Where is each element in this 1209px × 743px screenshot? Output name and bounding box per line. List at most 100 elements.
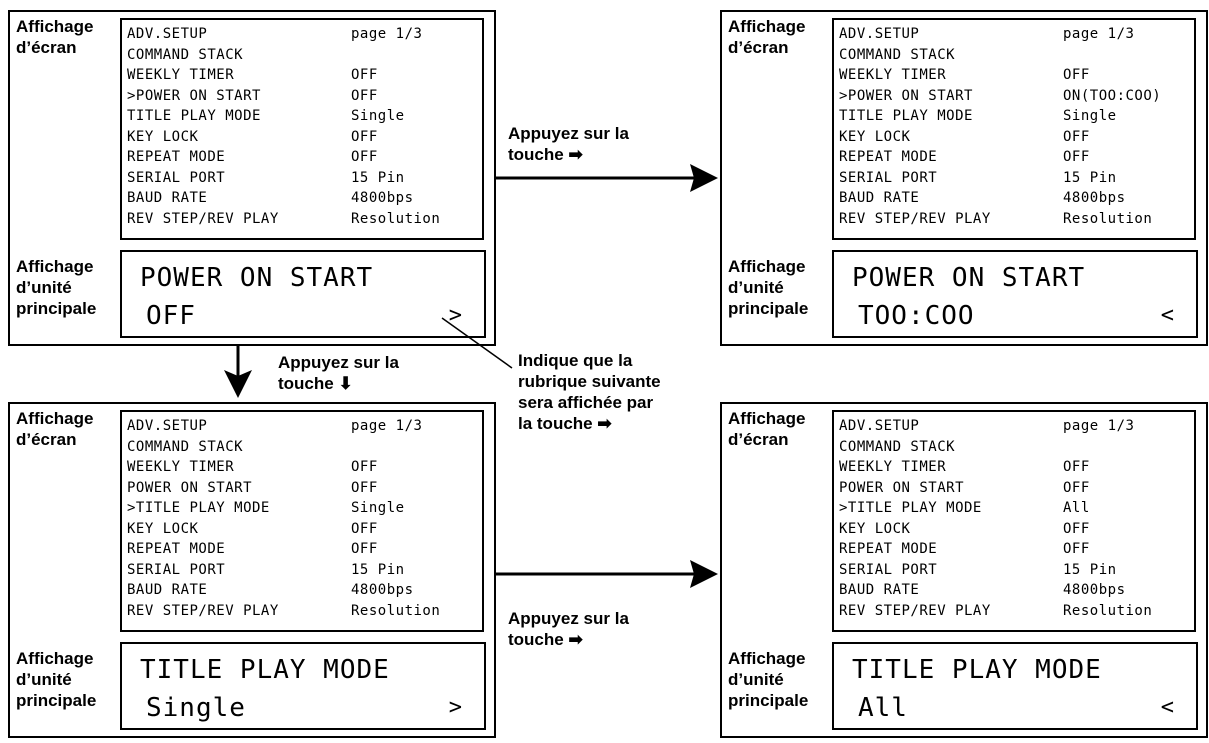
screen-row-value: Resolution: [351, 602, 441, 619]
screen-row-value: ON(TOO:COO): [1063, 87, 1162, 104]
screen-row-label: SERIAL PORT: [127, 561, 226, 578]
note-press-right-top: Appuyez sur la touche ➡: [508, 124, 629, 164]
screen-row-label: ADV.SETUP: [839, 418, 920, 434]
screen-row-value: page 1/3: [351, 418, 423, 434]
screen-row: WEEKLY TIMER OFF: [127, 65, 478, 85]
screen-row-label: BAUD RATE: [127, 582, 208, 598]
screen-row-label: ADV.SETUP: [839, 26, 920, 42]
screen-row-label: BAUD RATE: [839, 190, 920, 206]
screen-row-label: WEEKLY TIMER: [127, 459, 235, 475]
screen-row-label: POWER ON START: [127, 479, 253, 496]
screen-row-value: 4800bps: [1063, 582, 1126, 598]
screen-row-value: OFF: [1063, 541, 1090, 557]
screen-row-label: COMMAND STACK: [839, 46, 956, 63]
unit-display-label: Affichage d’unité principale: [16, 257, 97, 318]
screen-row-label: WEEKLY TIMER: [127, 67, 235, 83]
screen-row-label: ADV.SETUP: [127, 418, 208, 434]
screen-row-value: page 1/3: [1063, 418, 1135, 434]
unit-display-label: Affichage d’unité principale: [728, 649, 809, 710]
unit-display: POWER ON START TOO:COO <: [832, 250, 1198, 338]
screen-row-label: SERIAL PORT: [127, 169, 226, 186]
screen-row-label: KEY LOCK: [839, 128, 911, 145]
screen-row-label: KEY LOCK: [839, 520, 911, 537]
note-press-right-bottom: Appuyez sur la touche ➡: [508, 609, 629, 649]
screen-row-label: REPEAT MODE: [839, 149, 938, 165]
screen-row: REV STEP/REV PLAY Resolution: [127, 601, 478, 621]
screen-row-label: TITLE PLAY MODE: [839, 108, 973, 124]
screen-row-value: page 1/3: [351, 26, 423, 42]
screen-row-value: OFF: [351, 479, 378, 496]
screen-row-value: 4800bps: [351, 190, 414, 206]
screen-display-label: Affichage d’écran: [728, 409, 806, 449]
unit-display-indicator: >: [448, 303, 462, 328]
screen-row-label: REV STEP/REV PLAY: [839, 602, 991, 619]
screen-row: >POWER ON START ON(TOO:COO): [839, 86, 1190, 106]
screen-row-value: Single: [351, 108, 405, 124]
unit-display: POWER ON START OFF >: [120, 250, 486, 338]
unit-display: TITLE PLAY MODE Single >: [120, 642, 486, 730]
screen-row: COMMAND STACK: [127, 437, 478, 457]
screen-row-value: 4800bps: [351, 582, 414, 598]
screen-row-value: OFF: [351, 67, 378, 83]
screen-display-label: Affichage d’écran: [16, 17, 94, 57]
screen-row-label: SERIAL PORT: [839, 561, 938, 578]
screen-row: REV STEP/REV PLAY Resolution: [127, 209, 478, 229]
screen-row-value: OFF: [1063, 459, 1090, 475]
screen-row-value: page 1/3: [1063, 26, 1135, 42]
unit-display: TITLE PLAY MODE All <: [832, 642, 1198, 730]
screen-display-label: Affichage d’écran: [16, 409, 94, 449]
screen-row-label: BAUD RATE: [839, 582, 920, 598]
screen-row-label: REV STEP/REV PLAY: [127, 602, 279, 619]
screen-row-value: OFF: [351, 149, 378, 165]
screen-row-value: 15 Pin: [351, 169, 405, 186]
arrow-down: [224, 346, 252, 398]
screen-row-value: OFF: [1063, 479, 1090, 496]
screen-row-label: KEY LOCK: [127, 520, 199, 537]
screen-row-label: ADV.SETUP: [127, 26, 208, 42]
screen-row-label: >TITLE PLAY MODE: [127, 500, 270, 516]
screen-row-label: TITLE PLAY MODE: [127, 108, 261, 124]
screen-row-value: OFF: [1063, 67, 1090, 83]
screen-row: ADV.SETUP page 1/3: [839, 416, 1190, 436]
screen-row: POWER ON START OFF: [127, 478, 478, 498]
unit-display-line1: POWER ON START: [140, 263, 374, 293]
screen-row-value: 4800bps: [1063, 190, 1126, 206]
unit-display-line1: TITLE PLAY MODE: [140, 655, 390, 685]
screen-row: ADV.SETUP page 1/3: [839, 24, 1190, 44]
arrow-right-bottom: [496, 560, 718, 588]
screen-row-value: OFF: [351, 541, 378, 557]
screen-row-value: 15 Pin: [351, 561, 405, 578]
screen-row: SERIAL PORT 15 Pin: [127, 168, 478, 188]
screen-row-label: >POWER ON START: [839, 87, 973, 104]
unit-display-line2: All: [858, 693, 908, 723]
screen-row-label: REPEAT MODE: [127, 149, 226, 165]
screen-row-value: Resolution: [351, 210, 441, 227]
unit-display-label: Affichage d’unité principale: [16, 649, 97, 710]
screen-row-value: 15 Pin: [1063, 169, 1117, 186]
screen-row-label: REV STEP/REV PLAY: [127, 210, 279, 227]
unit-display-line2: TOO:COO: [858, 301, 975, 331]
unit-display-line2: Single: [146, 693, 246, 723]
screen-row-value: OFF: [351, 459, 378, 475]
screen-row: ADV.SETUP page 1/3: [127, 24, 478, 44]
unit-display-indicator: <: [1160, 695, 1174, 720]
screen-row-label: WEEKLY TIMER: [839, 459, 947, 475]
screen-row-label: KEY LOCK: [127, 128, 199, 145]
